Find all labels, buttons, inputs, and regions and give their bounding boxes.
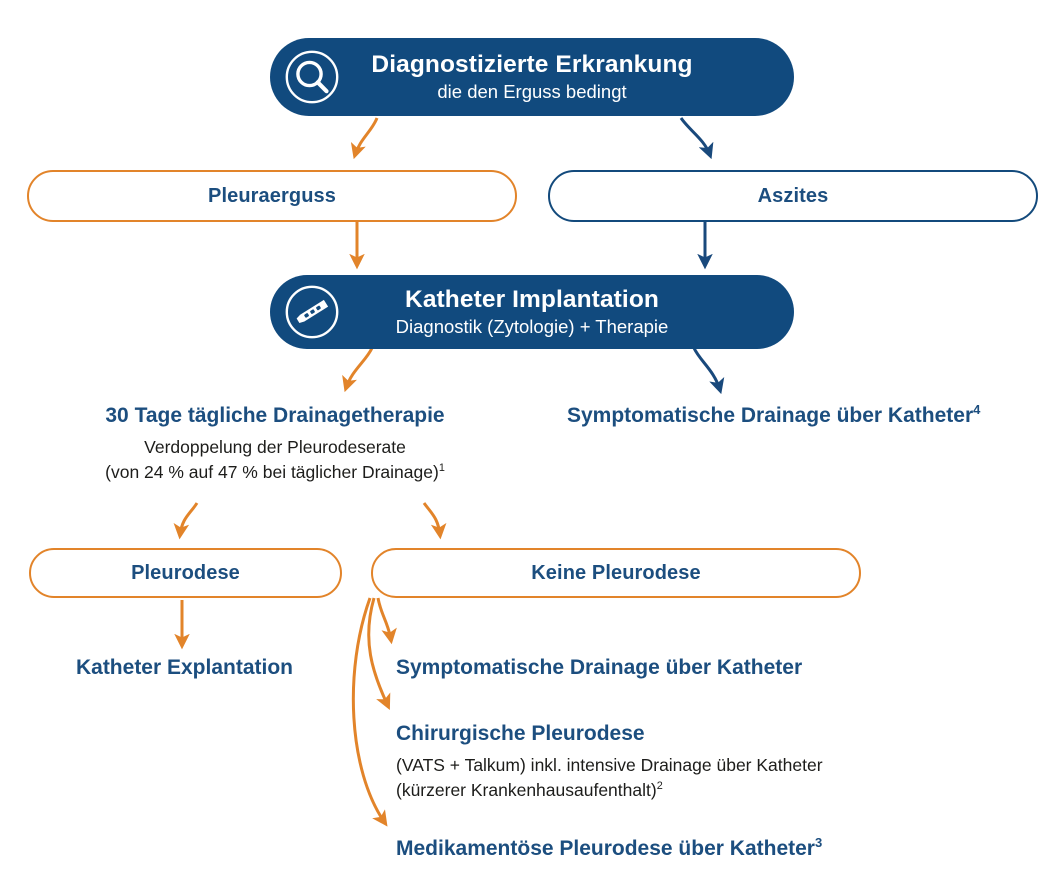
arrow-katheter-to-drainagetherapie (342, 347, 374, 393)
node-medikamentoese-pleurodese: Medikamentöse Pleurodese über Katheter3 (396, 836, 956, 861)
node-pleuraerguss[interactable]: Pleuraerguss (27, 170, 517, 222)
footnote-ref: 1 (438, 462, 445, 475)
arrow-keine-pleurodese-to-chirurgische-pleurodese (367, 597, 391, 710)
node-katheter-explantation: Katheter Explantation (28, 655, 341, 680)
node-heading: Medikamentöse Pleurodese über Katheter3 (396, 836, 822, 861)
node-heading: Katheter Explantation (75, 656, 294, 679)
node-label: Pleurodese (131, 561, 240, 584)
arrow-katheter-to-symptomatische-drainage (692, 347, 725, 395)
node-title: Diagnostizierte Erkrankung (371, 51, 693, 79)
node-aszites[interactable]: Aszites (548, 170, 1038, 222)
catheter-icon (284, 284, 340, 340)
node-title: Katheter Implantation (405, 286, 659, 314)
footnote-ref: 2 (656, 780, 663, 793)
node-line-1: (VATS + Talkum) inkl. intensive Drainage… (396, 755, 823, 776)
node-heading: 30 Tage tägliche Drainagetherapie (105, 404, 445, 427)
node-line-2-text: (von 24 % auf 47 % bei täglicher Drainag… (105, 462, 439, 483)
magnifier-icon (284, 49, 340, 105)
node-line-2: (von 24 % auf 47 % bei täglicher Drainag… (105, 460, 445, 485)
node-keine-pleurodese[interactable]: Keine Pleurodese (371, 548, 861, 598)
node-label: Aszites (757, 184, 829, 207)
node-heading: Chirurgische Pleurodese (396, 722, 645, 745)
arrow-keine-pleurodese-to-symptomatische-drainage (376, 597, 397, 645)
node-heading-text: Symptomatische Drainage über Katheter (567, 404, 974, 427)
arrow-drainagetherapie-to-keine-pleurodese (422, 502, 447, 540)
node-katheter-implantation[interactable]: Katheter Implantation Diagnostik (Zytolo… (270, 275, 794, 349)
arrow-diagnose-to-pleuraerguss (350, 117, 379, 160)
node-line-1: Verdoppelung der Pleurodeserate (144, 437, 406, 458)
node-subtitle: die den Erguss bedingt (437, 80, 627, 102)
node-line-2-text: (kürzerer Krankenhausaufenthalt) (396, 780, 657, 801)
node-label: Pleuraerguss (208, 184, 336, 207)
node-symptomatische-drainage-top: Symptomatische Drainage über Katheter4 (567, 403, 1047, 428)
node-pleurodese[interactable]: Pleurodese (29, 548, 342, 598)
footnote-ref: 3 (814, 835, 823, 850)
node-subtitle: Diagnostik (Zytologie) + Therapie (395, 315, 669, 337)
arrow-diagnose-to-aszites (679, 117, 714, 160)
node-diagnostizierte-erkrankung[interactable]: Diagnostizierte Erkrankung die den Ergus… (270, 38, 794, 116)
node-line-2: (kürzerer Krankenhausaufenthalt)2 (396, 778, 663, 803)
node-drainagetherapie: 30 Tage tägliche Drainagetherapie Verdop… (30, 403, 520, 485)
node-heading: Symptomatische Drainage über Katheter4 (567, 403, 980, 428)
node-heading: Symptomatische Drainage über Katheter (396, 656, 803, 679)
node-chirurgische-pleurodese: Chirurgische Pleurodese (VATS + Talkum) … (396, 721, 956, 803)
node-label: Keine Pleurodese (531, 561, 701, 584)
arrow-keine-pleurodese-to-medikamentoese-pleurodese (351, 597, 388, 827)
footnote-ref: 4 (973, 402, 981, 417)
arrow-drainagetherapie-to-pleurodese (173, 502, 199, 540)
node-heading-text: Medikamentöse Pleurodese über Katheter (396, 837, 815, 860)
node-symptomatische-drainage-bottom: Symptomatische Drainage über Katheter (396, 655, 956, 680)
